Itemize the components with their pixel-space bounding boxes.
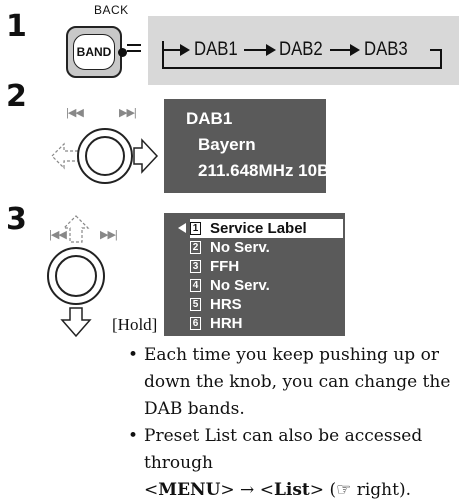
band-dab2: DAB2 bbox=[279, 39, 323, 60]
preset-label: No Serv. bbox=[210, 239, 270, 256]
list-reference: List bbox=[273, 480, 310, 500]
cycle-line-left bbox=[162, 41, 164, 68]
selection-arrow-icon bbox=[178, 223, 186, 233]
skip-forward-icon-3: ▶▶| bbox=[100, 229, 118, 241]
band-button[interactable]: BAND bbox=[66, 26, 122, 78]
preset-row-1[interactable]: 1 Service Label bbox=[190, 219, 343, 238]
dab-display: DAB1 Bayern 211.648MHz 10B bbox=[164, 99, 330, 193]
preset-label: HRH bbox=[210, 315, 243, 332]
arrow-symbol: → bbox=[240, 480, 255, 500]
preset-label: HRS bbox=[210, 296, 242, 313]
preset-row-5[interactable]: 5 HRS bbox=[190, 295, 242, 314]
note-item-2: Preset List can also be accessed through… bbox=[122, 423, 467, 504]
preset-number: 2 bbox=[190, 241, 201, 254]
display-frequency: 211.648MHz 10B bbox=[198, 161, 330, 180]
cycle-line-right bbox=[440, 49, 442, 69]
display-band: DAB1 bbox=[186, 109, 233, 128]
skip-back-icon: |◀◀ bbox=[66, 107, 84, 119]
note-item-1: Each time you keep pushing up or down th… bbox=[122, 342, 467, 423]
band-button-label: BAND bbox=[73, 34, 115, 70]
notes-list: Each time you keep pushing up or down th… bbox=[122, 342, 467, 504]
skip-forward-icon: ▶▶| bbox=[119, 107, 137, 119]
preset-label: FFH bbox=[210, 258, 240, 275]
preset-row-3[interactable]: 3 FFH bbox=[190, 257, 239, 276]
cycle-arrow-2 bbox=[244, 44, 276, 56]
press-dot-icon bbox=[118, 48, 127, 57]
preset-number: 6 bbox=[190, 317, 201, 330]
preset-label: No Serv. bbox=[210, 277, 270, 294]
cycle-line-stub bbox=[430, 49, 442, 51]
menu-reference: MENU bbox=[158, 480, 221, 500]
band-dab3: DAB3 bbox=[364, 39, 408, 60]
knob-push-up-down-icon[interactable] bbox=[40, 214, 120, 338]
step-number-3: 3 bbox=[6, 202, 27, 237]
preset-label: Service Label bbox=[210, 220, 307, 237]
note-text: Preset List can also be accessed through bbox=[144, 426, 423, 473]
preset-number: 4 bbox=[190, 279, 201, 292]
back-label: BACK bbox=[94, 3, 129, 17]
preset-number: 3 bbox=[190, 260, 201, 273]
hold-label: [Hold] bbox=[112, 315, 158, 334]
dab-band-cycle-panel: DAB1 DAB2 DAB3 bbox=[148, 16, 459, 85]
knob-push-left-icon[interactable] bbox=[50, 120, 160, 190]
cycle-line-bottom bbox=[162, 67, 442, 69]
band-dab1: DAB1 bbox=[194, 39, 238, 60]
preset-row-4[interactable]: 4 No Serv. bbox=[190, 276, 270, 295]
preset-list-display: 1 Service Label 2 No Serv. 3 FFH 4 No Se… bbox=[164, 213, 345, 336]
cycle-arrow-3 bbox=[330, 44, 360, 56]
preset-number: 1 bbox=[190, 222, 201, 235]
skip-back-icon-3: |◀◀ bbox=[49, 229, 67, 241]
display-service: Bayern bbox=[198, 135, 256, 154]
step-number-1: 1 bbox=[6, 9, 27, 44]
cycle-arrow-1 bbox=[162, 44, 190, 56]
preset-number: 5 bbox=[190, 298, 201, 311]
see-right-reference: (☞ right). bbox=[329, 480, 411, 500]
preset-row-2[interactable]: 2 No Serv. bbox=[190, 238, 270, 257]
press-indicator-icon bbox=[127, 44, 141, 54]
preset-row-6[interactable]: 6 HRH bbox=[190, 314, 243, 333]
step-number-2: 2 bbox=[6, 79, 27, 114]
